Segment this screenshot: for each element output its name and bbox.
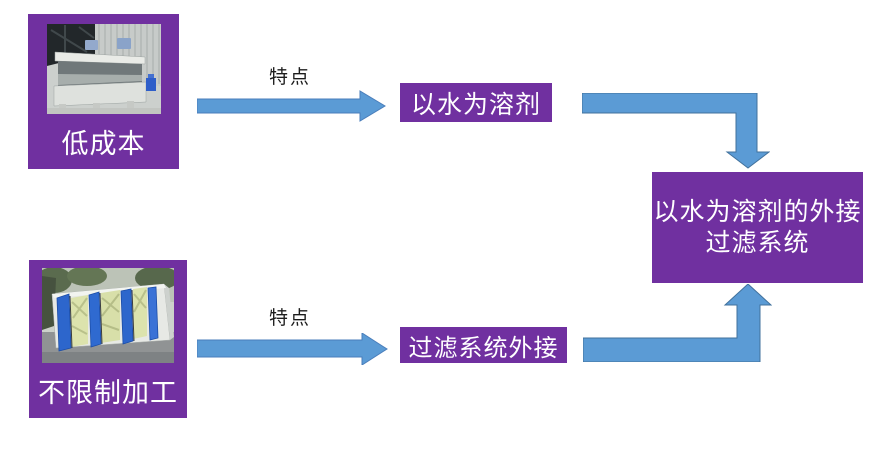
node-no-limit: 不限制加工 — [29, 260, 187, 418]
spray-booth-photo-image — [46, 24, 161, 114]
node-low-cost: 低成本 — [28, 14, 179, 169]
node-main-system-line1: 以水为溶剂的外接 — [653, 198, 862, 226]
node-main-system: 以水为溶剂的外接 过滤系统 — [652, 172, 863, 283]
arrow-bottom-label: 特点 — [268, 308, 311, 329]
node-filter-external-label: 过滤系统外接 — [408, 335, 559, 362]
elbow-arrow-top — [582, 93, 770, 169]
node-main-system-line2: 过滤系统 — [705, 229, 810, 257]
elbow-arrow-bottom — [583, 284, 772, 362]
spray-booth-photo — [46, 24, 161, 114]
arrow-bottom — [197, 333, 388, 365]
node-water-solvent-label: 以水为溶剂 — [410, 91, 541, 119]
node-low-cost-label: 低成本 — [61, 129, 146, 159]
filter-unit-photo-image — [42, 268, 174, 363]
filter-unit-photo — [42, 268, 174, 363]
arrow-top — [197, 90, 386, 122]
node-filter-external: 过滤系统外接 — [400, 327, 567, 363]
arrow-top-label: 特点 — [268, 67, 311, 88]
node-no-limit-label: 不限制加工 — [38, 378, 178, 408]
node-water-solvent: 以水为溶剂 — [400, 83, 552, 122]
